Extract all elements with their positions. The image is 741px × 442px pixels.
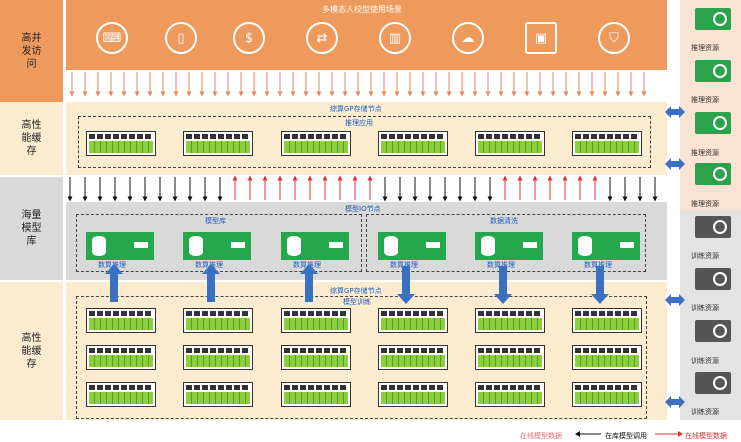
side-band-cache-bottom: 高性能缓存 [0, 282, 63, 420]
label-model-lib: 海量模型库 [21, 210, 42, 247]
side-band-cache-top: 高性能缓存 [0, 102, 63, 175]
label-cache-top: 高性能缓存 [21, 120, 42, 157]
training-server [183, 382, 253, 407]
training-gpu-card [695, 320, 731, 342]
data-clean-group-title: 数据清洗 [490, 217, 518, 225]
model-card-label: 数算推理 [195, 261, 223, 269]
resource-label: 训练资源 [691, 252, 719, 260]
label-cache-bottom: 高性能缓存 [21, 332, 42, 370]
model-card-label: 数算推理 [390, 261, 418, 269]
legend-offline-data: 在线模型数据 [685, 432, 727, 440]
training-server [281, 382, 351, 407]
resource-label: 推理资源 [691, 200, 719, 208]
training-server [281, 345, 351, 370]
inference-gpu-card [695, 60, 731, 82]
inference-group-title: 推理应用 [345, 119, 373, 127]
money-cycle-icon: $ [233, 22, 265, 54]
model-card-label: 数算推理 [487, 261, 515, 269]
training-gpu-card [695, 268, 731, 290]
training-server [86, 308, 156, 333]
banner-down-arrows [69, 72, 647, 97]
inference-gpu-card [695, 8, 731, 30]
database-icon [481, 236, 495, 256]
model-storage-card [281, 232, 349, 260]
model-storage-card [86, 232, 154, 260]
training-server [572, 308, 642, 333]
top-storage-band [66, 102, 667, 175]
training-server [183, 345, 253, 370]
inference-group [78, 116, 651, 168]
browser-box-icon: ▣ [525, 22, 557, 54]
side-link-arrows [665, 106, 685, 408]
database-icon [92, 236, 106, 256]
model-card-label: 数算推理 [293, 261, 321, 269]
training-server [378, 308, 448, 333]
inference-server [572, 131, 642, 156]
model-card-label: 数算推理 [98, 261, 126, 269]
training-server [86, 345, 156, 370]
training-server [475, 382, 545, 407]
training-server [86, 382, 156, 407]
label-concurrent: 高并发访问 [21, 32, 42, 70]
resource-label: 训练资源 [691, 304, 719, 312]
training-server [572, 345, 642, 370]
resource-label: 推理资源 [691, 149, 719, 157]
chart-icon: ▥ [379, 22, 411, 54]
person-desk-icon: ⌨ [96, 22, 128, 54]
training-server [378, 382, 448, 407]
training-server [183, 308, 253, 333]
model-storage-card [183, 232, 251, 260]
banner-title: 多模态人校型使用场景 [322, 5, 402, 14]
training-group [76, 296, 647, 419]
database-icon [189, 236, 203, 256]
bottom-band-title: 综算GP存储节点 [330, 287, 382, 295]
storage-band-title: 模型IO节点 [345, 205, 381, 213]
training-gpu-card [695, 372, 731, 394]
inference-server [86, 131, 156, 156]
hand-shield-icon: ⛉ [598, 22, 630, 54]
training-transfer-arrows [105, 264, 609, 304]
inference-gpu-card [695, 163, 731, 185]
training-server [281, 308, 351, 333]
training-server [475, 345, 545, 370]
model-storage-card [475, 232, 543, 260]
legend-arrows [575, 431, 683, 437]
legend-online-data: 在线模型数据 [520, 432, 562, 440]
side-band-model-lib: 海量模型库 [0, 177, 63, 280]
resource-label: 推理资源 [691, 96, 719, 104]
training-server [572, 382, 642, 407]
side-band-concurrent: 高并发访问 [0, 0, 63, 102]
storage-io-arrows [67, 175, 658, 202]
legend-call: 在库模型调用 [605, 432, 647, 440]
inference-gpu-card [695, 112, 731, 134]
training-gpu-card [695, 216, 731, 238]
model-storage-card [572, 232, 640, 260]
resource-label: 推理资源 [691, 44, 719, 52]
training-server [475, 308, 545, 333]
inference-server [475, 131, 545, 156]
inference-server [183, 131, 253, 156]
top-band-title: 综算GP存储节点 [330, 105, 382, 113]
database-icon [287, 236, 301, 256]
model-storage-card [378, 232, 446, 260]
database-icon [578, 236, 592, 256]
tablet-icon: ▯ [165, 22, 197, 54]
database-icon [384, 236, 398, 256]
bottom-storage-band [66, 282, 667, 420]
resource-label: 训练资源 [691, 408, 719, 416]
resource-label: 训练资源 [691, 357, 719, 365]
training-server [378, 345, 448, 370]
model-card-label: 数算推理 [584, 261, 612, 269]
training-group-title: 模型训练 [343, 298, 371, 306]
laptop-cloud-icon: ☁ [452, 22, 484, 54]
model-lib-group [76, 214, 362, 272]
inference-server [281, 131, 351, 156]
exchange-icon: ⇄ [306, 22, 338, 54]
model-lib-group-title: 模型库 [205, 217, 226, 225]
inference-server [378, 131, 448, 156]
